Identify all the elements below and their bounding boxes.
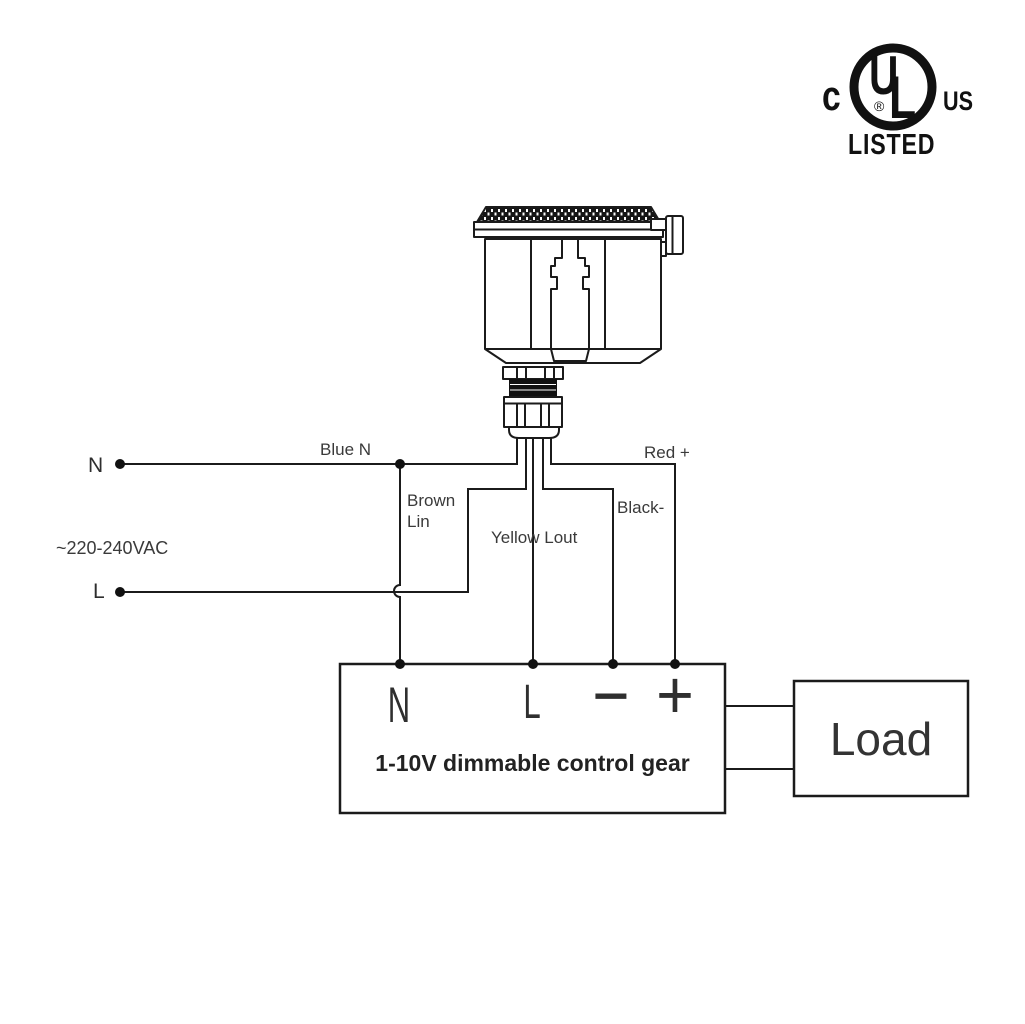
mains-live-label: L xyxy=(93,580,105,603)
dot-junction xyxy=(395,459,405,469)
gear-terminal-l: L xyxy=(523,676,541,729)
dot-gear-l xyxy=(528,659,538,669)
sensor-body xyxy=(484,238,662,364)
dot-gear-n xyxy=(395,659,405,669)
dot-mains-l xyxy=(115,587,125,597)
dot-gear-plus xyxy=(670,659,680,669)
ul-listed-label: LISTED xyxy=(848,129,936,161)
dot-gear-minus xyxy=(608,659,618,669)
control-gear-box xyxy=(338,662,727,815)
ul-us-label: US xyxy=(943,86,974,116)
gear-to-load-connectors xyxy=(725,705,794,770)
wire-label-red: Red + xyxy=(644,443,690,462)
gear-terminal-n: N xyxy=(387,677,411,733)
wire-brown xyxy=(120,438,527,593)
sensor-gland xyxy=(502,366,564,439)
wire-neutral-drop xyxy=(393,464,401,664)
wire-label-black: Black- xyxy=(617,498,665,517)
connection-dots xyxy=(115,459,680,669)
wire-label-yellow: Yellow Lout xyxy=(491,528,578,547)
wire-label-blue: Blue N xyxy=(320,440,372,459)
load-label: Load xyxy=(829,713,933,765)
wire-red xyxy=(550,438,676,664)
sensor-device-drawing xyxy=(473,206,684,439)
wire-black xyxy=(542,438,614,664)
ul-u-letter: U xyxy=(869,44,899,106)
control-gear-caption: 1-10V dimmable control gear xyxy=(375,750,690,776)
wire-label-brown: Brown xyxy=(407,491,456,510)
wire-label-brown-2: Lin xyxy=(407,512,430,531)
ul-c-label: c xyxy=(822,72,841,119)
mains-voltage-label: ~220-240VAC xyxy=(56,538,169,558)
ul-circle-icon xyxy=(849,43,937,131)
gear-terminal-minus: − xyxy=(592,653,630,737)
load-box xyxy=(792,679,970,798)
gear-terminal-plus: + xyxy=(656,657,694,733)
sensor-center-key xyxy=(550,237,590,362)
mains-neutral-label: N xyxy=(88,454,104,477)
dot-mains-n xyxy=(115,459,125,469)
wire-blue xyxy=(120,438,518,465)
ul-l-letter: L xyxy=(889,64,917,131)
wiring-lines xyxy=(120,438,676,664)
sensor-lens-band xyxy=(476,206,661,223)
registered-icon: ® xyxy=(874,98,885,114)
